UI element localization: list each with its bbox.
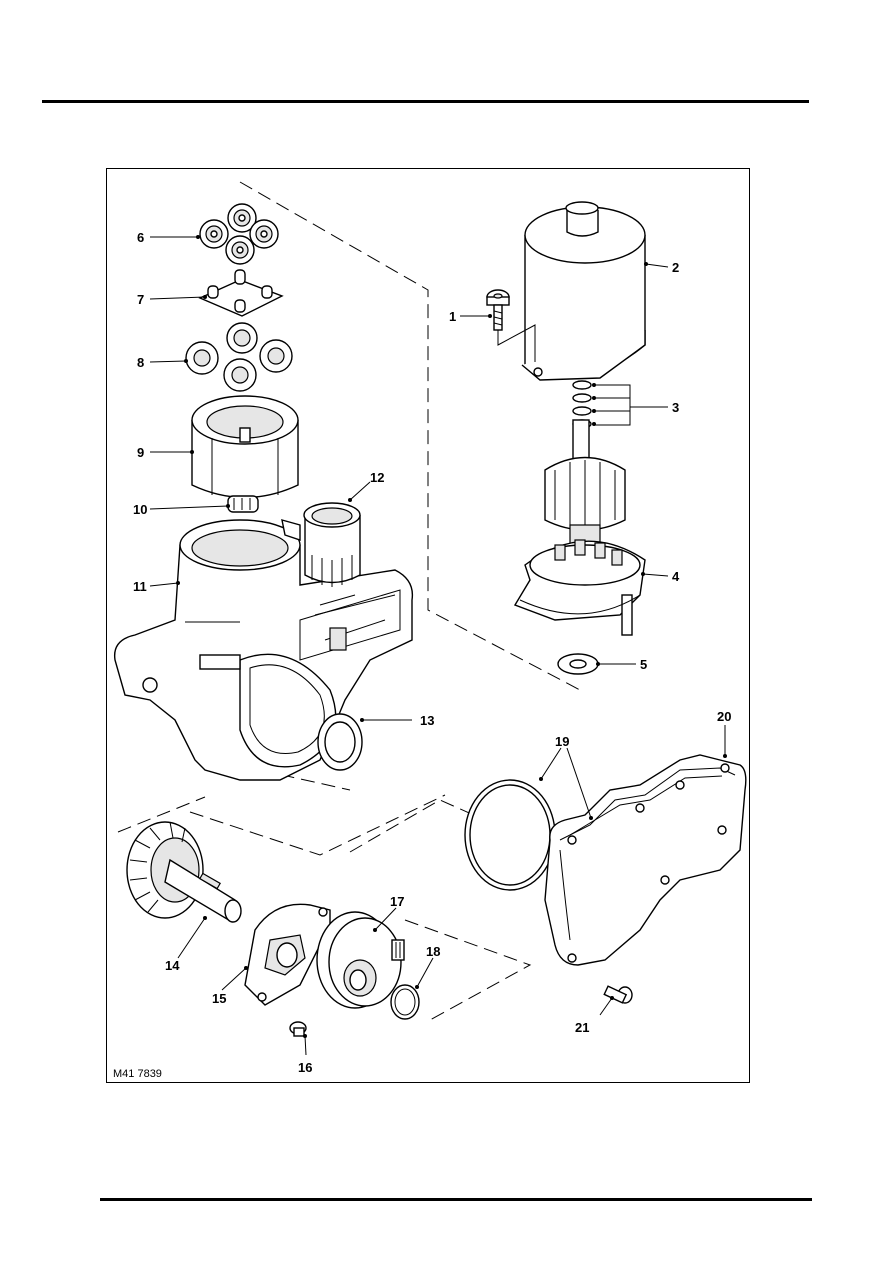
callout-21: 21 xyxy=(575,1020,589,1035)
bevel-gear-shaft xyxy=(126,821,242,923)
figure-reference: M41 7839 xyxy=(113,1068,162,1080)
callout-11: 11 xyxy=(133,579,147,594)
sensor-disc xyxy=(316,911,405,1009)
planet-gears-lower xyxy=(185,322,293,392)
callout-10: 10 xyxy=(133,502,147,517)
header-rule xyxy=(42,100,809,103)
callout-3: 3 xyxy=(672,400,679,415)
callout-4: 4 xyxy=(672,569,680,584)
ring-gear xyxy=(191,395,299,499)
callout-19: 19 xyxy=(555,734,569,749)
washer xyxy=(557,653,599,675)
end-cover-screw xyxy=(603,985,633,1004)
illustration-frame xyxy=(106,168,750,1083)
callout-14: 14 xyxy=(165,958,180,973)
callout-5: 5 xyxy=(640,657,647,672)
callout-18: 18 xyxy=(426,944,440,959)
callout-6: 6 xyxy=(137,230,144,245)
callout-17: 17 xyxy=(390,894,404,909)
circlip xyxy=(390,984,420,1020)
callout-8: 8 xyxy=(137,355,144,370)
footer-rule xyxy=(100,1198,812,1201)
callout-9: 9 xyxy=(137,445,144,460)
bearing-plate xyxy=(244,903,331,1006)
callout-16: 16 xyxy=(298,1060,312,1075)
callout-20: 20 xyxy=(717,709,731,724)
bearing-plate-screw xyxy=(289,1021,307,1037)
leader-lines xyxy=(149,235,727,1056)
callout-7: 7 xyxy=(137,292,144,307)
gearbox-housing xyxy=(113,519,414,781)
callout-1: 1 xyxy=(449,309,456,324)
sun-gear xyxy=(227,495,259,513)
planet-gears-upper xyxy=(199,203,279,265)
end-cover xyxy=(544,754,747,966)
housing-seal xyxy=(317,713,363,771)
output-collar xyxy=(303,502,361,587)
planet-carrier-plate xyxy=(198,269,284,317)
cover-screw xyxy=(486,289,536,362)
motor-armature xyxy=(513,419,646,636)
callout-15: 15 xyxy=(212,991,226,1006)
callout-13: 13 xyxy=(420,713,434,728)
cover-o-ring xyxy=(464,779,556,891)
callout-2: 2 xyxy=(672,260,679,275)
motor-cover xyxy=(521,201,646,381)
callout-12: 12 xyxy=(370,470,384,485)
